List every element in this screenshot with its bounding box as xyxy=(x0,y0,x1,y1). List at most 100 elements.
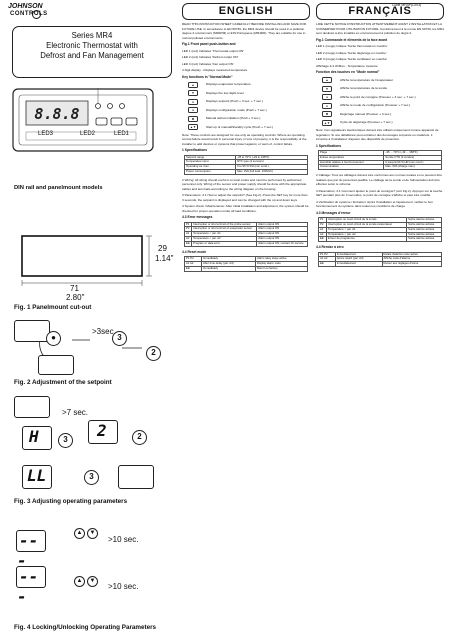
french-spec-title: 1 Spécifications xyxy=(316,143,342,148)
fig3-hold-time: >7 sec. xyxy=(62,408,89,417)
french-key-3: Affiche le point de consigne (Pousser + … xyxy=(340,94,416,99)
english-key-3: Displays setpoint (Push + 3 sec. + 7 sec… xyxy=(206,99,263,104)
french-led-1: LED 1 (rouge) Indique 'Sortie thermostat… xyxy=(316,44,388,48)
fig2-display-2 xyxy=(38,355,74,375)
french-reset-title: 4.4 Remise à zéro xyxy=(316,245,344,250)
cutout-height-inch-label: 1.14" xyxy=(155,254,174,263)
english-led-1: LED 1 (red) Indicates 'Thermostat output… xyxy=(182,48,244,53)
english-led-3: LED 3 (red) Indicates 'Fan output ON' xyxy=(182,61,234,66)
fig2-down-button[interactable]: 2 xyxy=(146,346,161,361)
fig3-caption: Fig. 3 Adjusting operating parameters xyxy=(14,498,128,505)
fig3-digit-2: 2 xyxy=(97,421,107,440)
thermometer-key-icon: ▲ xyxy=(188,81,198,88)
fig3-digit-3: LL xyxy=(27,466,47,485)
title-line-2: Electronic Thermostat with xyxy=(46,41,138,50)
fig3-display-1 xyxy=(14,396,50,418)
fig3-digit-1: H xyxy=(29,427,39,446)
title-line-1: Series MR4 xyxy=(71,31,113,40)
fig4-up-button-2[interactable]: ▲ xyxy=(74,576,85,587)
french-key-4: Affiche le mode de configuration (Pousse… xyxy=(340,103,411,108)
fig2-display xyxy=(14,320,50,342)
fig3-button-1[interactable]: 3 xyxy=(58,433,73,448)
title-box: Series MR4 Electronic Thermostat with De… xyxy=(12,26,172,78)
french-key-6: Cycle de dégivrage (Pousser + 7 sec.) xyxy=(340,120,393,125)
french-fig-display: Fig.1 Commande et éléments de la face av… xyxy=(316,37,388,42)
fig4-button-group-2[interactable]: ▲ ▼ xyxy=(74,576,104,588)
logo-ring-icon xyxy=(32,10,41,19)
french-led-4: Affichage à 4 chiffres - Température mes… xyxy=(316,63,378,68)
fig4-up-button-1[interactable]: ▲ xyxy=(74,528,85,539)
english-led-4: 4 digit display - Displays measured temp… xyxy=(182,68,248,72)
english-key-4: Displays configuration mode (Push + 7 se… xyxy=(206,107,267,112)
set-key-icon: ● xyxy=(322,102,332,109)
english-section-4: 4 System check / Maintenance: After init… xyxy=(182,204,309,213)
fig4-caption: Fig. 4 Locking/Unlocking Operating Param… xyxy=(14,624,157,631)
fig4-display-1: --- xyxy=(16,530,46,570)
down-key-icon: ▼ xyxy=(322,85,332,92)
french-section-3: 3 Paramètres: 3.1 Comment ajuster le poi… xyxy=(316,188,443,198)
fig4-hold-time-1: >10 sec. xyxy=(108,535,139,544)
english-section-3: 3 Parameters: 3.1 How to adjust the setp… xyxy=(182,193,308,202)
cutout-width-label: 71 xyxy=(70,284,79,293)
french-intro: LIRE CETTE NOTICE D'INSTRUCTION ATTENTIV… xyxy=(316,22,444,35)
french-error-title: 4.3 Messages d'erreur xyxy=(316,210,351,215)
johnson-controls-logo: JOHNSON CONTROLS xyxy=(8,3,48,19)
combo-key-icon: ▲▼ xyxy=(188,124,198,130)
english-spec-title: 1 Specifications xyxy=(182,148,208,152)
fig4-down-button-2[interactable]: ▼ xyxy=(87,576,98,587)
french-section-2: 2 Câblage: Tous les câblages doivent êtr… xyxy=(316,173,443,187)
english-note: Note: These controls are designed for us… xyxy=(182,132,307,146)
defrost-key-icon: ✱ xyxy=(188,115,198,122)
english-spec-table: Setpoint range-45 to 70°C (-49 to 158°F)… xyxy=(183,154,308,175)
led1-label: LED1 xyxy=(114,131,130,137)
french-keys-title: Fonction des touches en "Mode normal" xyxy=(316,70,380,74)
fig3-display-2: H xyxy=(22,426,52,450)
fig4-digit-1: --- xyxy=(17,531,39,570)
english-keys-title: Key functions in "Normal Mode" xyxy=(182,74,233,79)
english-intro: READ THIS INSTRUCTION SHEET CAREFULLY BE… xyxy=(182,22,307,40)
combo-key-icon: ▲▼ xyxy=(322,119,332,126)
fig3-display-5 xyxy=(118,465,154,489)
svg-text:8.8.8: 8.8.8 xyxy=(34,105,79,123)
english-key-6: Start up of manual/Standby cycle (Push +… xyxy=(206,124,274,129)
device-front-image: 8.8.8 xyxy=(12,86,172,166)
document-code: Code MR4P(L003) xyxy=(392,3,422,7)
fig3-button-2[interactable]: 2 xyxy=(132,430,147,445)
fig4-button-group-1[interactable]: ▲ ▼ xyxy=(74,528,104,540)
panel-cutout-diagram xyxy=(12,232,174,298)
fig3-display-3: 2 xyxy=(88,420,118,444)
thermometer-key-icon: ▲ xyxy=(322,77,332,83)
english-header: ENGLISH xyxy=(182,3,310,20)
panel-cutout-drawing xyxy=(21,235,152,286)
french-key-1: Affiche la température de l'évaporateur xyxy=(340,77,394,82)
fig3-display-4: LL xyxy=(22,465,52,489)
french-led-2: LED 2 (rouge) Indique 'Sortie dégivrage … xyxy=(316,50,387,55)
english-section-2: 2 Wiring: All wiring should conform to l… xyxy=(182,177,307,191)
led3-label: LED3 xyxy=(38,131,54,137)
french-spec-table: Plage-45 ... 70°C (-49 ... 158°F) Entrée… xyxy=(317,150,442,171)
english-key-1: Displays evaporator temperature xyxy=(206,82,251,87)
english-fig-display: Fig.1 Front panel push-button and xyxy=(182,42,236,46)
french-column: LIRE CETTE NOTICE D'INSTRUCTION ATTENTIV… xyxy=(316,22,444,634)
french-section-4: 4 Vérification du système / Entretien: A… xyxy=(316,199,433,209)
cutout-height-label: 29 xyxy=(158,244,167,253)
set-key-icon: ● xyxy=(188,107,198,113)
fig2-set-button[interactable]: ● xyxy=(46,331,61,346)
fig2-up-button[interactable]: 3 xyxy=(112,331,127,346)
fig4-down-button-1[interactable]: ▼ xyxy=(87,528,98,539)
french-header: FRANÇAIS xyxy=(316,3,444,20)
french-note: Note: Ces régulateurs électroniques doiv… xyxy=(316,128,439,141)
fig2-hold-time: >3sec. xyxy=(92,327,116,336)
english-reset-title: 4.4 Reset mode xyxy=(182,249,207,254)
fig3-button-3[interactable]: 3 xyxy=(84,470,99,485)
set-key-icon: ● xyxy=(188,98,198,105)
english-key-2: Displays the low digits level xyxy=(206,90,244,95)
